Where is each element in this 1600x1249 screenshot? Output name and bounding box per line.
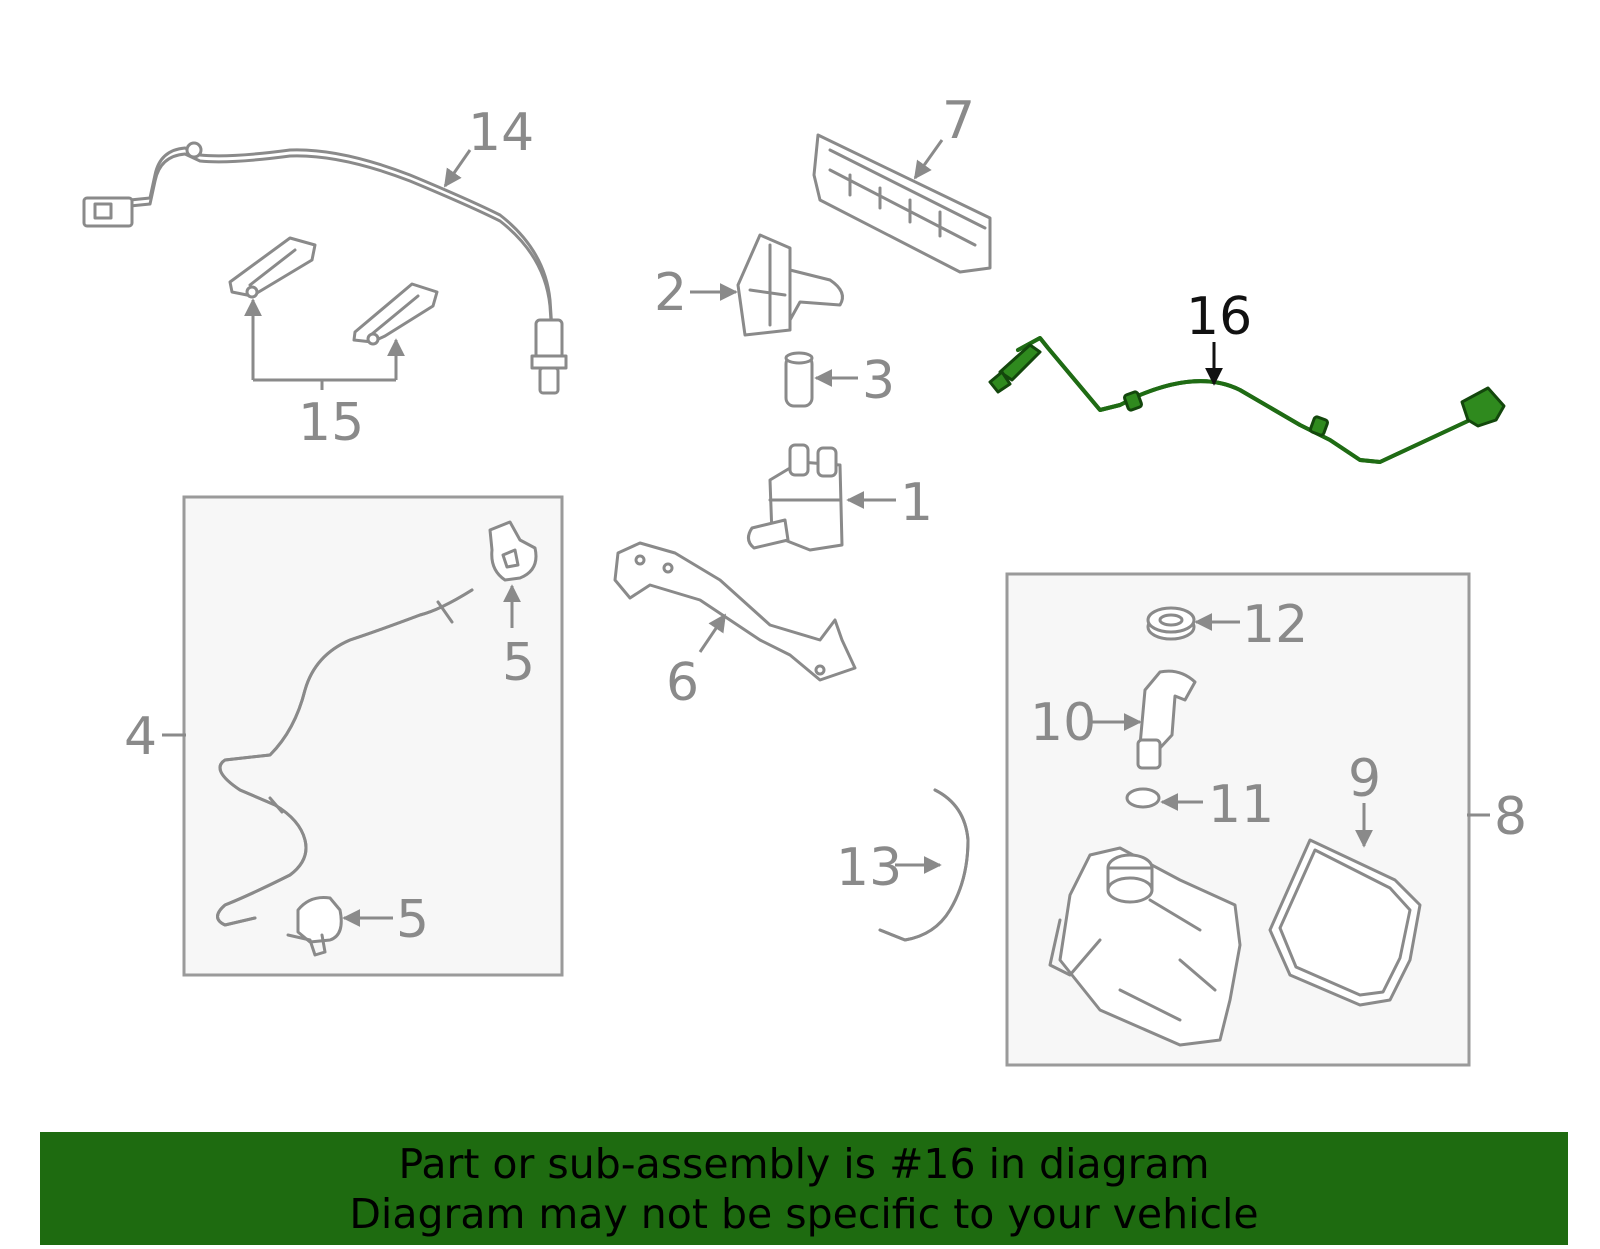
part-15-brackets[interactable] [228, 236, 439, 346]
callout-11: 11 [1208, 775, 1274, 835]
callout-7: 7 [942, 91, 975, 151]
part-4-hose[interactable] [216, 588, 474, 927]
callout-4: 4 [124, 707, 157, 767]
callout-13: 13 [836, 838, 902, 898]
part-9-gasket[interactable] [1268, 838, 1422, 1007]
callout-labels: 14 15 7 2 3 1 6 4 5 5 12 10 11 9 8 13 16 [124, 91, 1527, 950]
part-1-purge-valve[interactable] [747, 443, 844, 552]
part-5-clip-lower[interactable] [286, 896, 343, 957]
part-14-oxygen-sensor[interactable] [82, 141, 568, 395]
part-16-oxygen-sensor[interactable] [988, 336, 1506, 464]
part-11-o-ring[interactable] [1125, 787, 1161, 809]
callout-1: 1 [900, 473, 933, 533]
part-6-bracket[interactable] [613, 541, 857, 682]
part-13-hose[interactable] [878, 788, 970, 942]
part-2-sensor[interactable] [736, 233, 844, 337]
callout-9: 9 [1348, 749, 1381, 809]
callout-10: 10 [1030, 693, 1096, 753]
banner-line-2: Diagram may not be specific to your vehi… [349, 1189, 1259, 1238]
callout-5-lower: 5 [396, 890, 429, 950]
banner-line-1: Part or sub-assembly is #16 in diagram [398, 1139, 1210, 1188]
part-7-heat-shield[interactable] [812, 133, 992, 274]
part-12-grommet[interactable] [1146, 606, 1196, 641]
callout-15: 15 [298, 393, 364, 453]
part-3-spacer[interactable] [784, 351, 814, 408]
callout-16: 16 [1186, 287, 1252, 347]
callout-14: 14 [468, 103, 534, 163]
part-8-oil-separator[interactable] [1048, 846, 1242, 1047]
part-10-pcv-valve[interactable] [1136, 669, 1197, 770]
part-5-clip-upper[interactable] [488, 520, 538, 582]
callout-6: 6 [666, 653, 699, 713]
callout-3: 3 [862, 351, 895, 411]
info-banner: Part or sub-assembly is #16 in diagram D… [40, 1132, 1568, 1245]
callout-2: 2 [654, 263, 687, 323]
callout-5-upper: 5 [502, 633, 535, 693]
callout-8: 8 [1494, 787, 1527, 847]
leader-lines [162, 139, 1490, 927]
callout-12: 12 [1242, 595, 1308, 655]
